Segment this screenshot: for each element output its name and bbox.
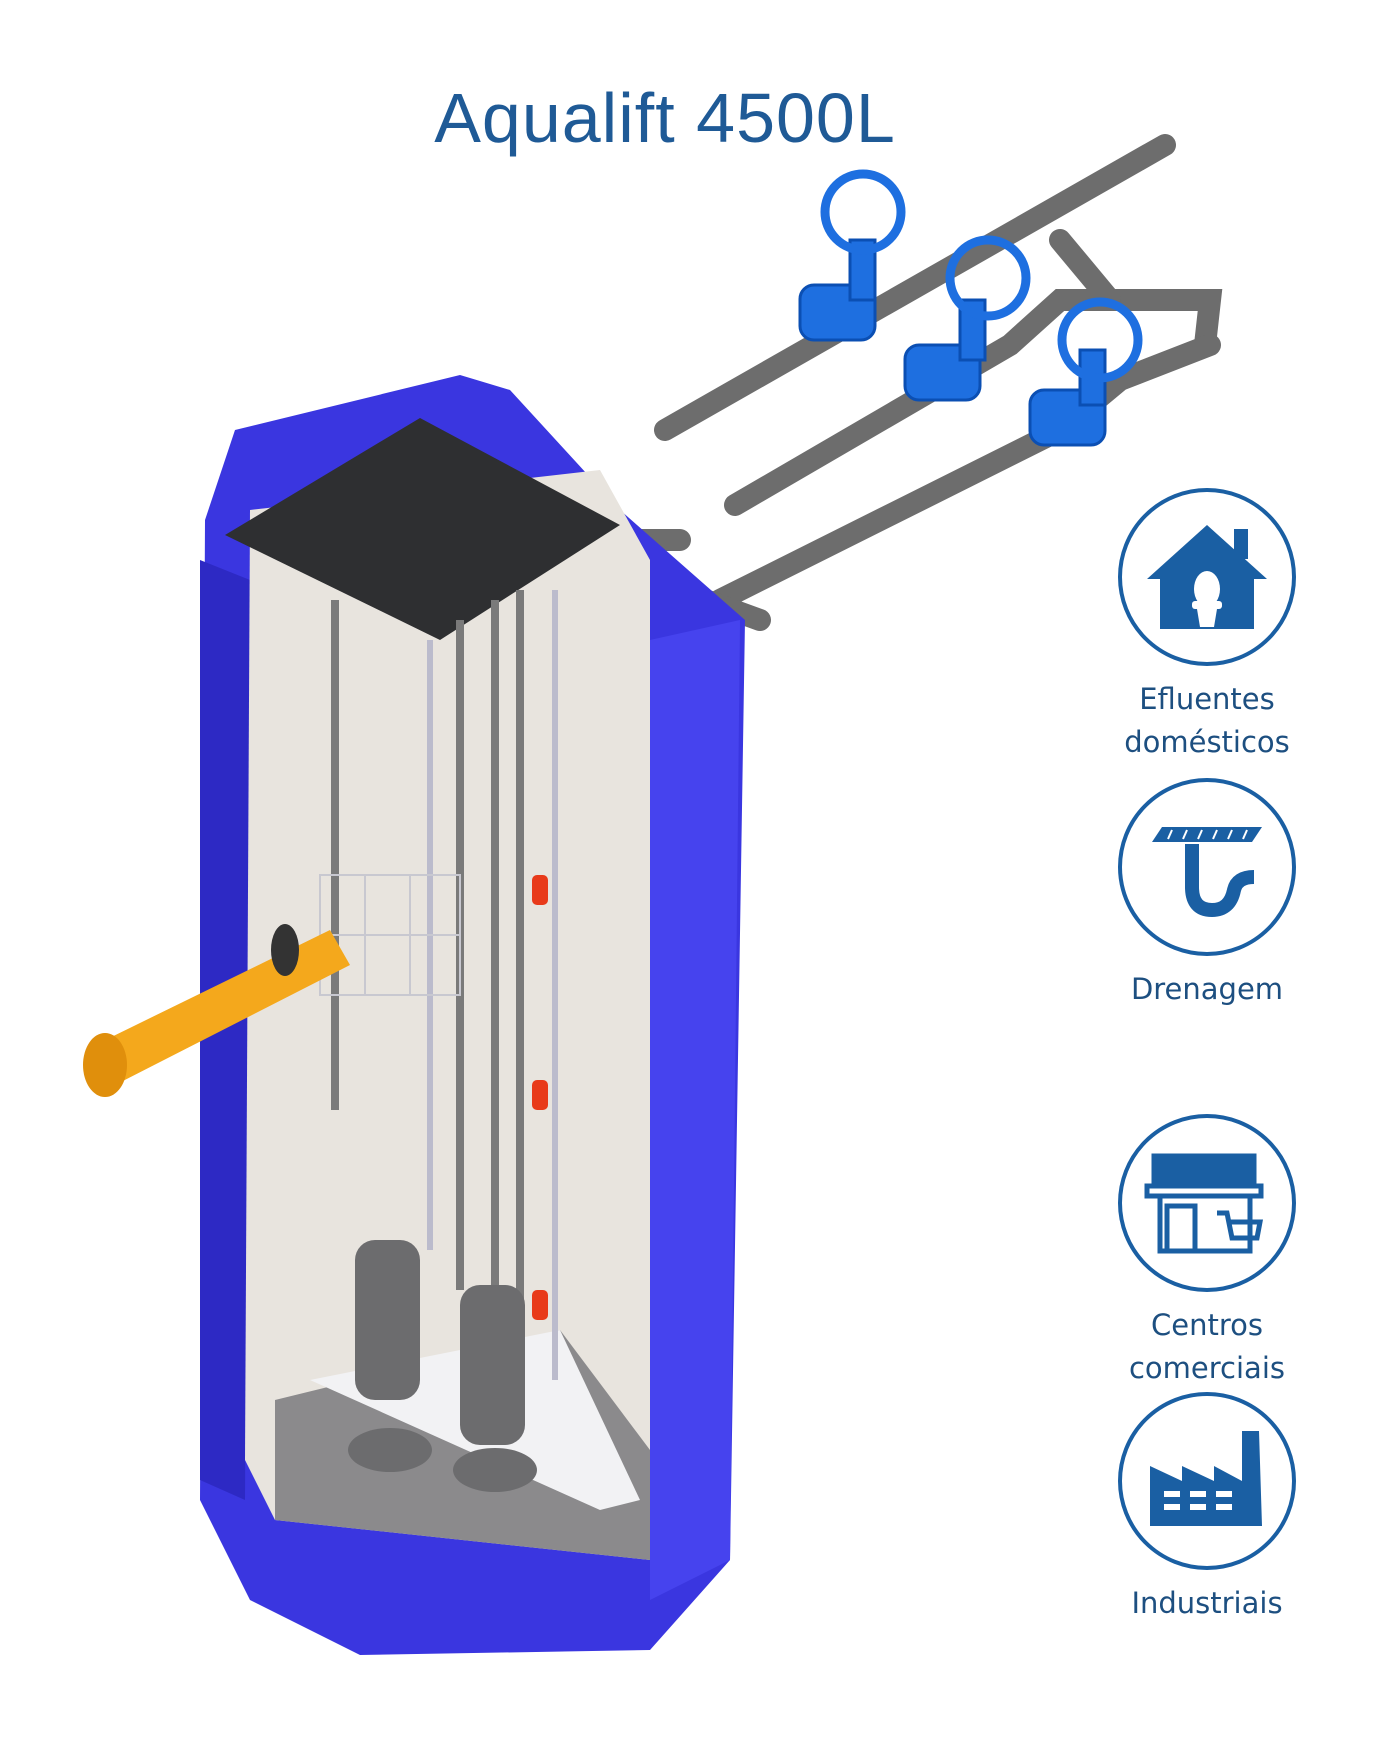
application-label-line2: comerciais (1128, 1351, 1285, 1385)
tank (200, 375, 745, 1655)
shop-cart-icon (1118, 1114, 1296, 1292)
application-label: Industriais (1131, 1586, 1283, 1620)
house-toilet-icon (1118, 488, 1296, 666)
application-domestic: Efluentes domésticos (1077, 488, 1337, 764)
submersible-pumps (348, 1240, 537, 1492)
application-label: Drenagem (1130, 972, 1284, 1006)
valve-2 (903, 235, 1031, 402)
application-industrial: Industriais (1077, 1392, 1337, 1625)
tank-lid (225, 418, 620, 640)
application-label: Efluentes (1139, 682, 1275, 716)
drain-pipe-icon (1118, 778, 1296, 956)
application-label: Centros (1151, 1308, 1263, 1342)
product-title: Aqualift 4500L (434, 79, 896, 157)
gate-valves (798, 169, 1143, 447)
valve-1 (798, 169, 906, 342)
application-drainage: Drenagem (1077, 778, 1337, 1011)
application-label-line2: domésticos (1124, 725, 1290, 759)
inlet-pipe (83, 924, 350, 1097)
factory-icon (1118, 1392, 1296, 1570)
application-commercial: Centros comerciais (1077, 1114, 1337, 1390)
valve-3 (1028, 297, 1143, 447)
